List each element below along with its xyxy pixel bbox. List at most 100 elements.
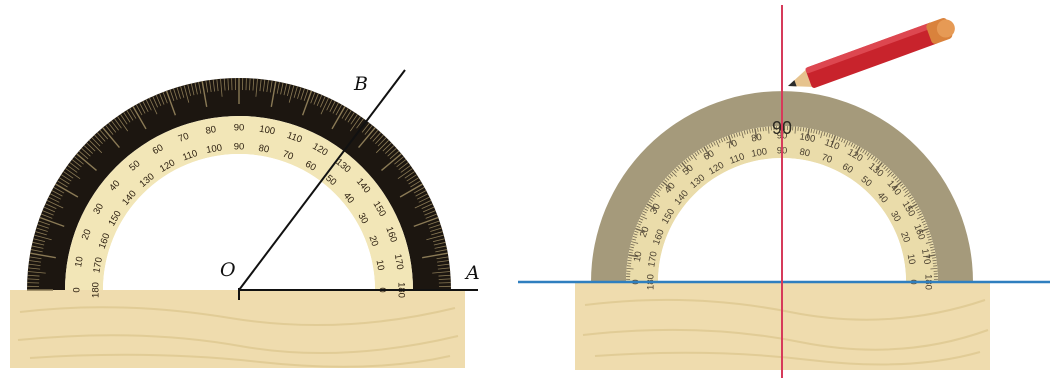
degree-tick bbox=[286, 84, 291, 97]
degree-tick bbox=[269, 80, 273, 93]
degree-tick bbox=[893, 181, 902, 189]
degree-tick bbox=[132, 106, 147, 130]
degree-tick bbox=[727, 135, 733, 146]
outer-scale-number: 170 bbox=[919, 248, 933, 266]
degree-tick bbox=[887, 171, 893, 177]
degree-tick bbox=[875, 158, 879, 163]
right-protractor-ticks bbox=[626, 126, 938, 283]
degree-tick bbox=[635, 227, 646, 233]
degree-tick bbox=[642, 210, 647, 214]
degree-tick bbox=[384, 145, 395, 154]
degree-tick bbox=[639, 218, 644, 221]
degree-tick bbox=[644, 208, 648, 211]
right-protractor-outer-band bbox=[591, 91, 973, 283]
degree-tick bbox=[715, 140, 720, 148]
degree-tick bbox=[29, 260, 42, 263]
degree-tick bbox=[927, 236, 932, 238]
inner-scale-number: 170 bbox=[91, 256, 105, 274]
degree-tick bbox=[891, 173, 895, 177]
degree-tick bbox=[853, 144, 856, 148]
degree-tick bbox=[88, 139, 103, 154]
inner-scale-number: 70 bbox=[281, 149, 295, 163]
degree-tick bbox=[810, 128, 813, 133]
degree-tick bbox=[866, 152, 870, 157]
degree-tick bbox=[180, 86, 185, 98]
degree-tick bbox=[28, 263, 41, 267]
degree-tick bbox=[194, 82, 198, 95]
degree-tick bbox=[658, 185, 663, 189]
degree-tick bbox=[280, 82, 284, 95]
degree-tick bbox=[293, 86, 298, 98]
degree-tick bbox=[916, 208, 920, 211]
degree-tick bbox=[636, 225, 641, 228]
degree-tick bbox=[738, 131, 741, 136]
degree-tick bbox=[413, 216, 439, 228]
degree-tick bbox=[60, 174, 72, 182]
degree-tick bbox=[650, 196, 655, 200]
degree-tick bbox=[347, 111, 355, 123]
degree-tick bbox=[220, 78, 223, 97]
degree-tick bbox=[176, 87, 181, 99]
degree-tick bbox=[930, 249, 935, 251]
degree-tick bbox=[105, 124, 114, 135]
degree-tick bbox=[201, 81, 208, 107]
degree-tick bbox=[871, 155, 875, 160]
degree-tick bbox=[270, 81, 277, 107]
degree-tick bbox=[198, 81, 202, 94]
degree-tick bbox=[703, 146, 710, 156]
degree-tick bbox=[432, 271, 451, 274]
degree-tick bbox=[69, 162, 80, 170]
degree-tick bbox=[126, 110, 134, 121]
degree-tick bbox=[662, 181, 671, 189]
degree-tick bbox=[645, 206, 650, 209]
degree-tick bbox=[925, 230, 930, 233]
degree-tick bbox=[114, 118, 122, 129]
degree-tick bbox=[39, 216, 65, 228]
degree-tick bbox=[926, 233, 931, 236]
degree-tick bbox=[802, 127, 805, 132]
degree-tick bbox=[27, 274, 40, 277]
degree-tick bbox=[145, 99, 152, 111]
degree-tick bbox=[381, 153, 402, 171]
degree-tick bbox=[671, 171, 677, 177]
degree-tick bbox=[885, 167, 889, 172]
inner-scale-number: 100 bbox=[205, 142, 223, 156]
degree-tick bbox=[932, 259, 937, 262]
degree-tick bbox=[155, 94, 162, 107]
degree-tick bbox=[361, 122, 370, 133]
degree-tick bbox=[120, 114, 128, 125]
degree-tick bbox=[632, 236, 637, 238]
degree-tick bbox=[187, 84, 192, 97]
degree-tick bbox=[692, 153, 697, 161]
degree-tick bbox=[681, 162, 689, 171]
degree-tick bbox=[743, 130, 746, 135]
degree-tick bbox=[820, 131, 823, 139]
degree-tick bbox=[111, 120, 119, 131]
degree-tick bbox=[929, 243, 934, 246]
inner-scale-number: 20 bbox=[366, 234, 380, 248]
outer-scale-number: 60 bbox=[702, 148, 717, 163]
inner-scale-number: 30 bbox=[888, 209, 903, 224]
degree-tick bbox=[320, 97, 329, 115]
degree-tick bbox=[313, 93, 319, 105]
degree-tick bbox=[36, 227, 48, 232]
degree-tick bbox=[91, 137, 101, 147]
degree-tick bbox=[628, 251, 633, 254]
degree-tick bbox=[640, 215, 648, 220]
degree-tick bbox=[169, 89, 175, 102]
degree-tick bbox=[660, 183, 665, 187]
degree-tick bbox=[418, 196, 430, 203]
degree-tick bbox=[665, 177, 670, 181]
outer-scale-number: 60 bbox=[151, 142, 166, 157]
degree-tick bbox=[805, 127, 807, 132]
degree-tick bbox=[708, 144, 711, 148]
degree-tick bbox=[631, 238, 636, 241]
degree-tick bbox=[749, 129, 751, 134]
degree-tick bbox=[216, 79, 219, 92]
degree-tick bbox=[894, 177, 899, 181]
degree-tick bbox=[701, 148, 705, 152]
degree-tick bbox=[843, 139, 846, 144]
degree-tick bbox=[877, 160, 881, 165]
outer-scale-number: 30 bbox=[648, 202, 663, 217]
